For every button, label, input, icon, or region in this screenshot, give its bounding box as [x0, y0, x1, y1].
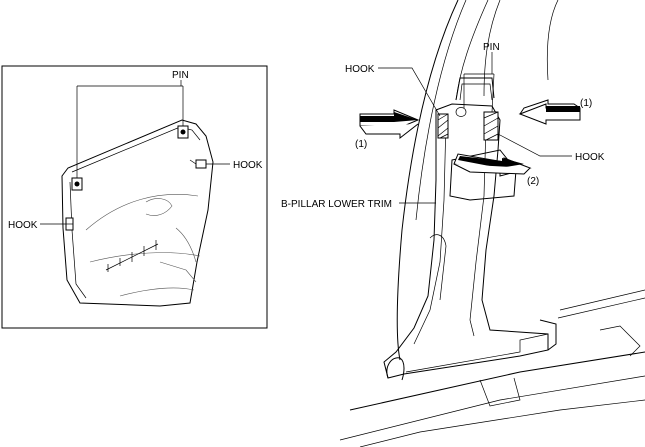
- arrow-1-right: [518, 99, 581, 125]
- inset-pin-right: [177, 125, 189, 139]
- trim-base-foot-right: [539, 319, 557, 351]
- inset-hook-right-label: HOOK: [233, 160, 263, 171]
- main-pin-leader: [463, 52, 495, 113]
- inset-pin-left: [71, 177, 83, 191]
- inset-frame: [1, 65, 268, 329]
- trim-name-label: B-PILLAR LOWER TRIM: [281, 199, 392, 210]
- main-pin-clip: [455, 107, 467, 117]
- door-frame-curve-2: [415, 0, 467, 221]
- floor-line-1: [559, 289, 645, 311]
- main-hook-right-leader: [497, 133, 572, 157]
- inset-contour-4: [175, 227, 197, 263]
- floor-line-2: [557, 297, 645, 319]
- arrow-2-label: (2): [527, 176, 539, 187]
- rocker-step: [479, 377, 521, 407]
- rocker-line-2: [339, 375, 645, 441]
- main-pin-label: PIN: [483, 42, 500, 53]
- pillar-upper-garnish-inner: [459, 83, 493, 101]
- trim-seatbelt-opening: [449, 149, 517, 201]
- main-illustration: HOOK PIN (1) (1) HOOK (2) B-PILLAR LOWER…: [281, 0, 645, 447]
- main-pin-tab: [483, 111, 499, 141]
- arrow-1-left-label: (1): [355, 139, 367, 150]
- floor-corner-right: [599, 325, 641, 357]
- rocker-line-1: [349, 351, 645, 411]
- floor-lower-edge: [359, 399, 645, 447]
- trim-base-flange: [405, 333, 549, 373]
- arrow-1-left: [359, 109, 420, 140]
- door-frame-curve-1: [396, 0, 459, 361]
- arrow-1-right-label: (1): [580, 98, 592, 109]
- inset-trim-outline: [61, 119, 214, 307]
- main-hook-right-label: HOOK: [575, 152, 605, 163]
- b-pillar-lower-trim: [383, 103, 549, 379]
- roof-line-right: [546, 0, 559, 81]
- inset-contour-5: [119, 287, 195, 297]
- inset-contour-2: [145, 198, 173, 216]
- inset-pin-label: PIN: [172, 70, 189, 81]
- trim-lower-flare: [429, 234, 447, 301]
- inset-rib-row: [105, 240, 159, 272]
- inset-hook-left: [65, 217, 74, 231]
- inset-pin-leader: [76, 80, 184, 178]
- arrow-2: [453, 153, 532, 177]
- inset-hook-left-label: HOOK: [8, 220, 38, 231]
- trim-inner-edge-left: [413, 119, 447, 345]
- main-hook-left-leader: [378, 67, 441, 117]
- main-hook-left-tab: [437, 113, 449, 139]
- inset-contour-3: [89, 252, 201, 263]
- trim-base-foot-left: [386, 357, 405, 381]
- inset-panel: PIN HOOK HOOK: [1, 65, 268, 329]
- inset-contour-1: [85, 194, 199, 231]
- inset-contour-6: [159, 261, 197, 283]
- inset-trim-inner-edge: [69, 181, 87, 299]
- main-hook-left-label: HOOK: [345, 64, 375, 75]
- door-frame-curve-4: [483, 0, 501, 97]
